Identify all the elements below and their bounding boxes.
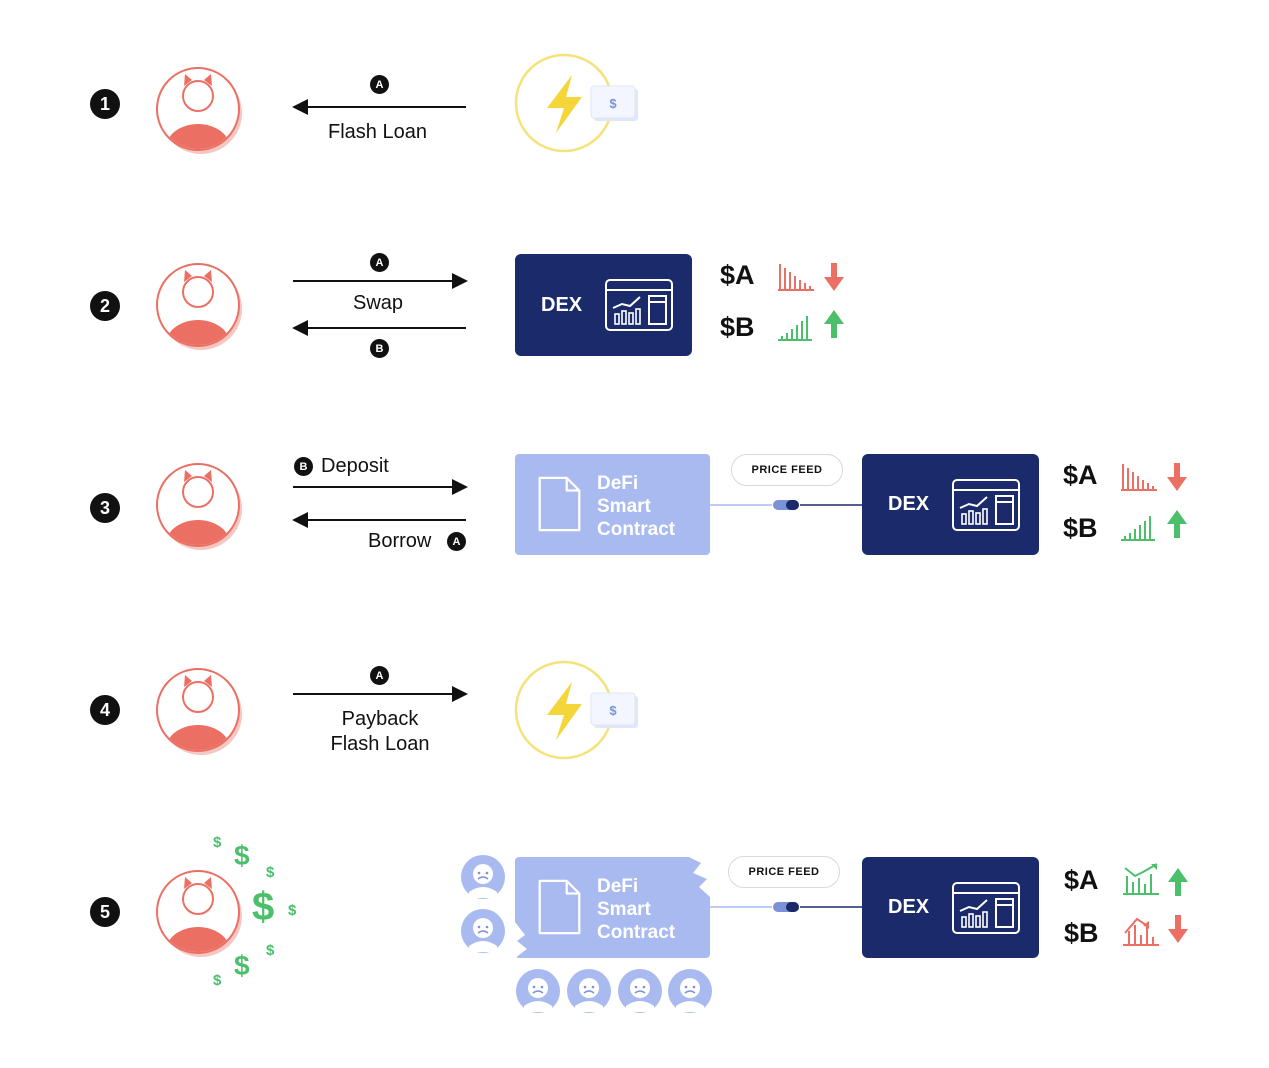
flash-loan-line: Flash Loan	[330, 733, 430, 755]
bars-falling-icon	[1119, 462, 1159, 492]
swap-label: Swap	[353, 292, 404, 314]
token-b-badge: B	[370, 339, 389, 358]
step-number-5: 5	[90, 897, 120, 927]
arrow-left-icon	[292, 320, 466, 336]
arrow-right-icon	[293, 273, 468, 289]
arrow-down-icon	[1167, 913, 1189, 945]
sad-user-icon	[617, 968, 663, 1014]
attacker-avatar-icon	[154, 262, 244, 352]
token-b-symbol: $B	[1064, 918, 1099, 948]
dashboard-icon	[604, 278, 674, 332]
arrow-up-icon	[1167, 866, 1189, 898]
dollar-sign-icon: $	[266, 942, 275, 959]
sad-user-icon	[667, 968, 713, 1014]
defi-line: DeFi	[597, 473, 639, 494]
arrow-down-icon	[823, 261, 845, 293]
arrow-left-icon	[292, 512, 466, 528]
price-feed-connector	[710, 906, 862, 908]
price-feed-connector	[710, 504, 862, 506]
dollar-sign-icon: $	[234, 950, 250, 981]
bars-rising-icon	[776, 312, 816, 342]
attacker-avatar-icon	[154, 667, 244, 757]
arrow-right-icon	[293, 479, 468, 495]
smart-line: Smart	[597, 899, 651, 920]
defi-smart-contract-box-broken: DeFi Smart Contract	[515, 857, 710, 958]
token-b-badge: B	[294, 457, 313, 476]
plug-icon	[772, 900, 802, 914]
step-number-4: 4	[90, 695, 120, 725]
token-a-symbol: $A	[1063, 460, 1098, 490]
price-feed-label: PRICE FEED	[728, 856, 840, 888]
token-a-badge: A	[370, 75, 389, 94]
sad-user-icon	[566, 968, 612, 1014]
flash-loan-label: Flash Loan	[328, 121, 427, 143]
dollar-sign-icon: $	[213, 834, 222, 851]
price-feed-label: PRICE FEED	[731, 454, 843, 486]
defi-contract-label: DeFi Smart Contract	[597, 875, 675, 944]
defi-smart-contract-box: DeFi Smart Contract	[515, 454, 710, 555]
defi-contract-label: DeFi Smart Contract	[597, 472, 675, 541]
payback-flash-loan-label: Payback Flash Loan	[300, 707, 460, 757]
dollar-sign-icon: $	[266, 864, 275, 881]
arrow-left-icon	[292, 99, 466, 115]
dashboard-icon	[951, 478, 1021, 532]
dashboard-icon	[951, 881, 1021, 935]
arrow-down-icon	[1166, 461, 1188, 493]
dex-box: DEX	[862, 857, 1039, 958]
dex-label: DEX	[888, 493, 930, 515]
step-number-1: 1	[90, 89, 120, 119]
attacker-avatar-icon	[154, 462, 244, 552]
token-b-symbol: $B	[720, 312, 755, 342]
token-a-symbol: $A	[1064, 865, 1099, 895]
attacker-avatar-icon	[154, 66, 244, 156]
sad-user-icon	[460, 854, 506, 900]
bars-falling-icon	[776, 262, 816, 292]
attacker-avatar-icon	[154, 869, 244, 959]
token-a-badge: A	[370, 253, 389, 272]
dex-box: DEX	[862, 454, 1039, 555]
arrow-up-icon	[1166, 508, 1188, 540]
step-number-3: 3	[90, 493, 120, 523]
flash-loan-provider-icon	[514, 660, 644, 760]
arrow-up-icon	[823, 308, 845, 340]
arrow-right-icon	[293, 686, 468, 702]
borrow-label: Borrow	[368, 530, 432, 552]
bars-rising-icon	[1119, 512, 1159, 542]
token-b-symbol: $B	[1063, 513, 1098, 543]
deposit-label: Deposit	[321, 455, 389, 477]
dollar-sign-icon: $	[234, 840, 250, 871]
trend-up-icon	[1121, 862, 1161, 896]
dollar-sign-icon: $	[252, 885, 275, 929]
dex-label: DEX	[541, 293, 583, 316]
token-a-badge: A	[370, 666, 389, 685]
step-number-2: 2	[90, 291, 120, 321]
plug-icon	[772, 498, 802, 512]
sad-user-icon	[515, 968, 561, 1014]
defi-line: DeFi	[597, 876, 639, 897]
crack-edges-icon	[515, 857, 710, 958]
dollar-sign-icon: $	[288, 902, 297, 919]
dollar-sign-icon: $	[213, 972, 222, 989]
dex-label: DEX	[888, 896, 930, 918]
token-a-badge: A	[447, 532, 466, 551]
contract-line: Contract	[597, 922, 676, 943]
flash-loan-provider-icon	[514, 53, 644, 153]
dex-box: DEX	[515, 254, 692, 356]
document-icon	[537, 474, 582, 534]
token-a-symbol: $A	[720, 260, 755, 290]
trend-down-icon	[1121, 913, 1161, 947]
smart-line: Smart	[597, 496, 651, 517]
payback-line: Payback	[341, 708, 419, 730]
contract-line: Contract	[597, 519, 676, 540]
sad-user-icon	[460, 908, 506, 954]
